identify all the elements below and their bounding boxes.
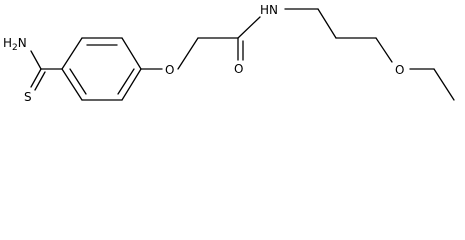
bond-c-nh2 xyxy=(30,50,42,70)
ethoxy-oxygen-label: O xyxy=(395,63,404,77)
carbonyl-oxygen-label: O xyxy=(234,62,243,76)
amine-label: H2N xyxy=(3,36,27,53)
ring-bond-3 xyxy=(121,37,142,70)
ring-bond-6 xyxy=(61,68,83,101)
sulfur-label: S xyxy=(24,90,32,104)
bond-o-ch2 xyxy=(177,37,199,70)
bond-ch2-o xyxy=(375,37,393,63)
ring-bond-4 xyxy=(121,68,142,101)
ring-double-3 xyxy=(69,68,87,95)
ring-double-2 xyxy=(117,68,135,95)
ring-bond-1 xyxy=(61,37,83,70)
bond-c-s-b xyxy=(34,71,46,91)
amide-nitrogen-label: HN xyxy=(260,3,278,17)
molecule-structure: H2N S O O HN O xyxy=(3,3,455,104)
ether-oxygen-label: O xyxy=(165,63,174,77)
bond-ch2-ch2 xyxy=(317,8,337,39)
bond-ch2-ch3 xyxy=(433,68,455,101)
bond-co-nh xyxy=(237,16,261,39)
bond-c-s-a xyxy=(30,68,42,88)
